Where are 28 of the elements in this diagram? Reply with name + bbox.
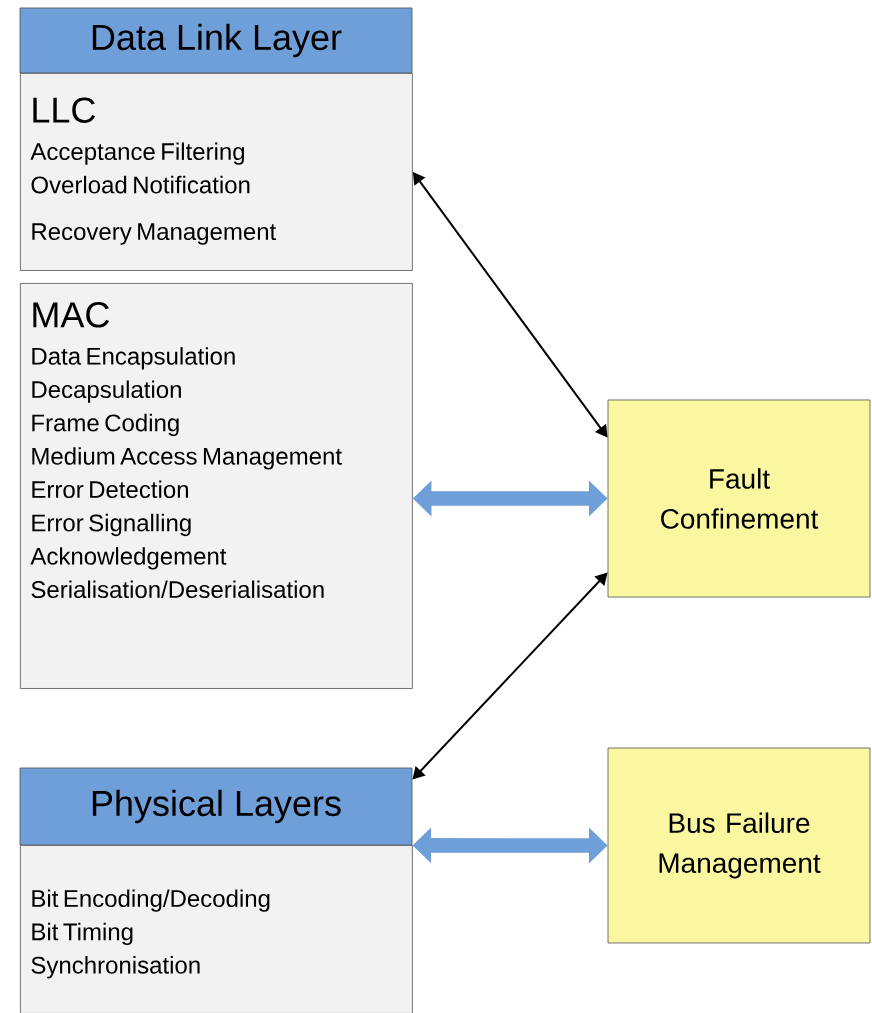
- layer-title: Physical Layers: [92, 789, 341, 824]
- box-label: Fault Confinement: [661, 468, 819, 529]
- function-item: Recovery Management: [32, 223, 277, 245]
- function-item: Data Encapsulation: [32, 347, 235, 370]
- function-item: Error Signalling: [32, 513, 191, 537]
- function-item: Acknowledgement: [30, 547, 227, 570]
- function-list-box: [20, 845, 413, 1013]
- function-list-box: [20, 73, 413, 271]
- function-item: Overload Notification: [31, 175, 250, 194]
- function-item: Synchronisation: [31, 956, 200, 979]
- function-box: [607, 747, 871, 944]
- sublayer-title: MAC: [33, 302, 110, 328]
- function-item: Decapsulation: [32, 380, 181, 403]
- function-list-box: [20, 283, 413, 689]
- function-item: Bit Timing: [32, 922, 133, 946]
- function-item: Frame Coding: [32, 413, 179, 437]
- function-item: Bit Encoding/Decoding: [32, 889, 270, 912]
- sublayer-title: LLC: [33, 97, 96, 123]
- function-box: [607, 399, 871, 598]
- box-label: Bus Failure Management: [659, 812, 821, 879]
- layer-header-box: [19, 767, 413, 846]
- function-item: Error Detection: [32, 480, 188, 499]
- function-item: Acceptance Filtering: [30, 142, 245, 165]
- function-item: Serialisation/Deserialisation: [31, 580, 324, 599]
- layer-title: Data Link Layer: [92, 23, 342, 58]
- function-item: Medium Access Management: [32, 447, 342, 470]
- layer-header-box: [19, 7, 413, 74]
- arrow: [412, 572, 608, 780]
